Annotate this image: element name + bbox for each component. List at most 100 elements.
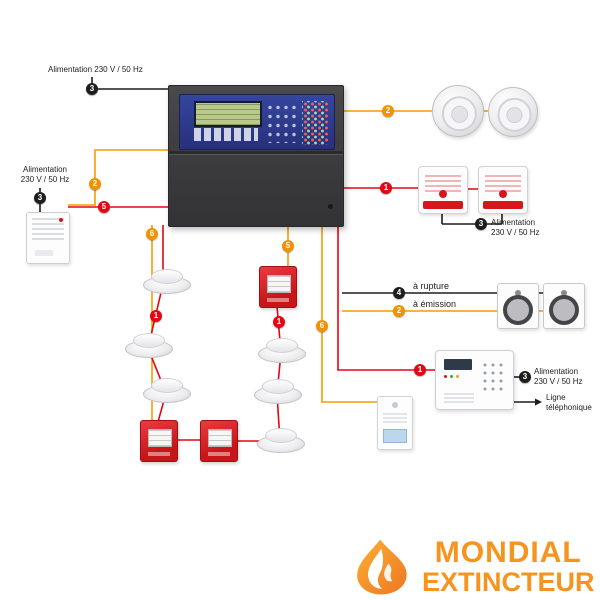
speaker-cone [549, 294, 579, 325]
call-point-strip [267, 298, 289, 302]
label-power-left: Alimentation 230 V / 50 Hz [14, 165, 76, 185]
label-line: Ligne [546, 393, 566, 402]
module-label [383, 429, 407, 443]
badge-mid-loop: 1 [273, 316, 285, 328]
sounder-led [439, 190, 447, 198]
psu-led [59, 218, 63, 222]
auxiliary-module [377, 396, 413, 450]
wire-power-top [91, 77, 168, 90]
telephone-dialer [435, 350, 514, 410]
module-vents [383, 413, 407, 423]
call-point-glass [208, 429, 232, 447]
speaker-tweeter [561, 290, 567, 296]
dialer-keypad [479, 359, 506, 395]
loudspeaker-2 [543, 283, 585, 329]
badge-dialer: 1 [414, 364, 426, 376]
led-indicators [302, 101, 328, 145]
sounder-flash-band [483, 201, 523, 209]
label-phone-line: Ligne téléphonique [546, 393, 592, 413]
dialer-screen [444, 359, 472, 370]
call-point-strip [148, 452, 170, 456]
sounder-louvers [425, 174, 461, 192]
label-power-dialer: Alimentation 230 V / 50 Hz [534, 367, 582, 387]
manual-call-point [259, 266, 297, 308]
external-power-supply [26, 212, 70, 264]
smoke-detector [143, 378, 191, 403]
detector-dome [151, 269, 183, 284]
module-indicator [392, 402, 398, 408]
fire-alarm-control-panel [168, 85, 344, 227]
sounder-led [499, 190, 507, 198]
badge-power-top: 3 [86, 83, 98, 95]
panel-buttons [266, 103, 296, 143]
speaker-tweeter [515, 290, 521, 296]
badge-mid-orange: 5 [282, 240, 294, 252]
badge-right-aux: 6 [316, 320, 328, 332]
call-point-glass [148, 429, 172, 447]
wire-mid-loop [276, 305, 282, 442]
badge-power-dialer: 3 [519, 371, 531, 383]
phone-arrowhead [535, 398, 542, 406]
label-line: 230 V / 50 Hz [491, 228, 540, 237]
siren-sounder-1 [432, 85, 484, 137]
logo-text-extincteur: EXTINCTEUR [422, 567, 595, 597]
label-power-top: Alimentation 230 V / 50 Hz [48, 65, 143, 74]
flame-icon [357, 539, 407, 595]
wire-supply-orange [68, 149, 168, 206]
label-line: Alimentation [491, 218, 536, 227]
dialer-led-green [450, 375, 453, 378]
label-line: téléphonique [546, 403, 592, 412]
detector-dome [265, 428, 297, 443]
flash-sounder-2 [478, 166, 528, 214]
panel-function-keys [194, 128, 258, 141]
badge-rupture: 4 [393, 287, 405, 299]
siren-cap [506, 107, 523, 124]
smoke-detector [125, 333, 173, 358]
smoke-detector [258, 338, 306, 363]
sounder-flash-band [423, 201, 463, 209]
call-point-strip [208, 452, 230, 456]
label-line: Alimentation [22, 165, 68, 174]
label-line: 230 V / 50 Hz [20, 175, 70, 184]
cabinet-seam [169, 151, 343, 155]
dialer-led-red [444, 375, 447, 378]
badge-supply-orange: 2 [89, 178, 101, 190]
logo-text-mondial: MONDIAL [434, 536, 582, 569]
siren-cap [451, 105, 469, 123]
psu-grille [32, 218, 64, 240]
manual-call-point [200, 420, 238, 462]
flash-sounder-1 [418, 166, 468, 214]
badge-flash: 1 [380, 182, 392, 194]
badge-power-sounders: 3 [475, 218, 487, 230]
badge-sirens: 2 [382, 105, 394, 117]
control-panel-face [179, 94, 335, 150]
siren-sounder-2 [488, 87, 538, 137]
lcd-display [194, 101, 262, 127]
wire-dialer [337, 225, 435, 371]
call-point-glass [267, 275, 291, 293]
label-power-sounders: Alimentation 230 V / 50 Hz [491, 218, 539, 238]
label-line: Alimentation [534, 367, 579, 376]
detector-dome [151, 378, 183, 393]
dialer-label [444, 393, 474, 403]
speaker-cone [503, 294, 533, 325]
wire-right-aux [321, 225, 377, 403]
dialer-led-amber [456, 375, 459, 378]
sounder-louvers [485, 174, 521, 192]
wire-power-sounders [441, 212, 503, 225]
smoke-detector [257, 428, 305, 453]
loudspeaker-1 [497, 283, 539, 329]
label-line: 230 V / 50 Hz [534, 377, 583, 386]
manual-call-point [140, 420, 178, 462]
badge-emission: 2 [393, 305, 405, 317]
detector-dome [133, 333, 165, 348]
badge-left-aux: 6 [146, 228, 158, 240]
badge-power-left: 3 [34, 192, 46, 204]
label-emission: à émission [413, 299, 457, 309]
badge-left-loop: 1 [150, 310, 162, 322]
label-rupture: à rupture [413, 281, 450, 291]
logo-text: MONDIAL EXTINCTEUR [422, 536, 595, 597]
badge-supply-red: 5 [98, 201, 110, 213]
